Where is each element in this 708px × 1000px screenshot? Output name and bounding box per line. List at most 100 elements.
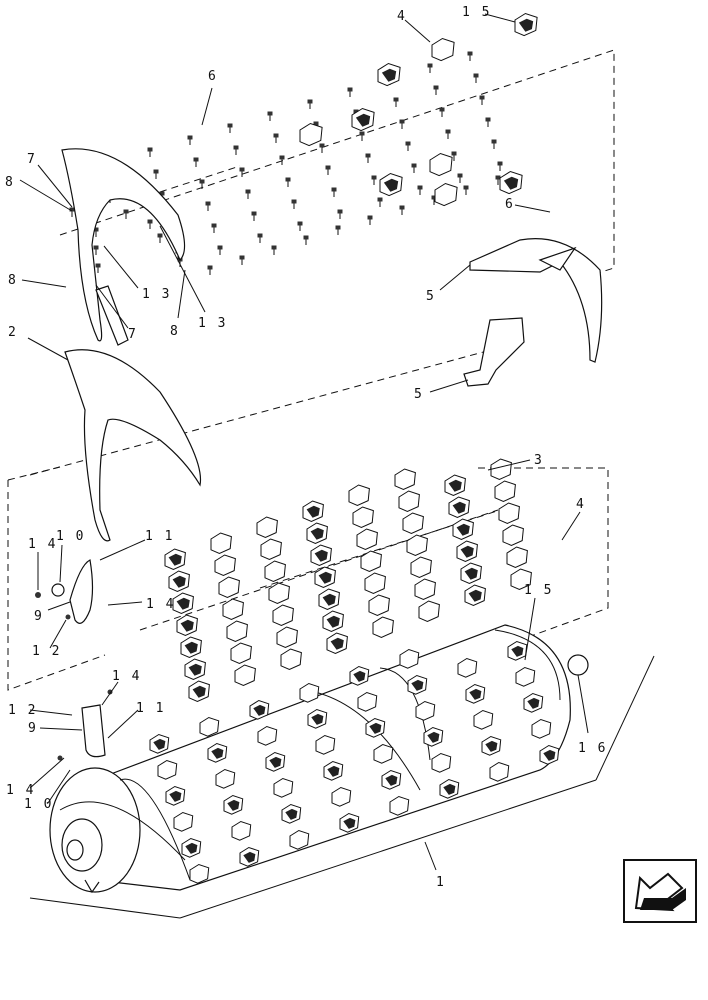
- bolt-shape: [279, 155, 285, 165]
- bolt-pattern: [69, 51, 503, 275]
- knife-shape: [265, 751, 286, 772]
- callout-13-b: 1 3: [198, 316, 227, 331]
- knife-shape: [452, 518, 474, 540]
- knife-shape: [360, 550, 382, 572]
- bolt-shape: [433, 85, 439, 95]
- bolt-shape: [491, 139, 497, 149]
- bolt-shape: [463, 185, 469, 195]
- knife-shape: [372, 616, 394, 638]
- knife-shape: [402, 512, 424, 534]
- knife-shape: [199, 716, 220, 737]
- callout-4-top: 4: [397, 9, 407, 24]
- callout-7-top: 7: [27, 152, 37, 167]
- knife-shape: [499, 170, 523, 195]
- callout-10-a: 1 0: [56, 529, 85, 544]
- knife-shape: [506, 546, 528, 568]
- knife-shape: [218, 576, 240, 598]
- bolt-shape: [427, 63, 433, 73]
- knife-shape: [168, 570, 190, 592]
- bolt-shape: [451, 151, 457, 161]
- knife-shape: [273, 777, 294, 798]
- bolt-shape: [319, 143, 325, 153]
- knife-shape: [377, 62, 401, 87]
- knife-shape: [457, 657, 478, 678]
- knife-shape: [318, 588, 340, 610]
- callout-13-a: 1 3: [142, 287, 171, 302]
- callout-8-low: 8: [170, 324, 180, 339]
- bolt-shape: [431, 195, 437, 205]
- knife-shape: [349, 665, 370, 686]
- bolt-shape: [417, 185, 423, 195]
- previous-page-arrow-icon[interactable]: [623, 859, 697, 923]
- knife-shape: [164, 548, 186, 570]
- bolt-shape: [239, 255, 245, 265]
- callout-15-top: 1 5: [462, 5, 491, 20]
- knife-shape: [465, 683, 486, 704]
- upper-knife-pattern: [299, 12, 538, 207]
- bolt-shape: [439, 107, 445, 117]
- bolt-shape: [331, 187, 337, 197]
- knife-shape: [299, 122, 323, 147]
- knife-shape: [260, 538, 282, 560]
- knife-shape: [539, 744, 560, 765]
- callout-15-mid: 1 5: [524, 583, 553, 598]
- knife-shape: [189, 863, 210, 884]
- callout-14-c: 1 4: [112, 669, 141, 684]
- knife-shape: [357, 691, 378, 712]
- knife-shape: [415, 700, 436, 721]
- knife-shape: [434, 182, 458, 207]
- bolt-shape: [187, 135, 193, 145]
- bolt-shape: [411, 163, 417, 173]
- knife-shape: [444, 474, 466, 496]
- bolt-shape: [147, 147, 153, 157]
- callout-8-top: 8: [5, 175, 15, 190]
- knife-shape: [230, 642, 252, 664]
- knife-shape: [276, 626, 298, 648]
- bolt-shape: [147, 219, 153, 229]
- bolt-shape: [123, 209, 129, 219]
- knife-shape: [339, 812, 360, 833]
- knife-shape: [456, 540, 478, 562]
- auger-flight-lower: [64, 349, 202, 542]
- bolt-shape: [267, 111, 273, 121]
- knife-shape: [418, 600, 440, 622]
- plate-9-upper: [35, 559, 94, 624]
- knife-shape: [510, 568, 532, 590]
- knife-shape: [429, 152, 453, 177]
- bolt-shape: [485, 117, 491, 127]
- knife-shape: [364, 572, 386, 594]
- bolt-shape: [473, 73, 479, 83]
- knife-shape: [310, 544, 332, 566]
- bolt-shape: [467, 51, 473, 61]
- callout-labels: 4 1 5 6 7 8 6 8 1 3 7 8 1 3 5 2 5 3 4 1 …: [5, 5, 607, 890]
- bolt-shape: [193, 157, 199, 167]
- knife-shape: [331, 786, 352, 807]
- knife-shape: [431, 752, 452, 773]
- knife-shape: [481, 735, 502, 756]
- bolt-shape: [347, 87, 353, 97]
- knife-shape: [326, 632, 348, 654]
- callout-14-b: 1 4: [146, 597, 175, 612]
- knife-shape: [498, 502, 520, 524]
- knife-shape: [502, 524, 524, 546]
- bolt-shape: [257, 233, 263, 243]
- bolt-shape: [399, 205, 405, 215]
- knife-shape: [222, 598, 244, 620]
- callout-3: 3: [534, 453, 544, 468]
- callout-7-mid: 7: [128, 327, 138, 342]
- callout-10-b: 1 0: [24, 797, 53, 812]
- rotor-drum: [49, 624, 589, 894]
- bolt-shape: [365, 153, 371, 163]
- callout-16: 1 6: [578, 741, 607, 756]
- knife-shape: [314, 566, 336, 588]
- knife-shape: [315, 734, 336, 755]
- bolt-shape: [405, 141, 411, 151]
- knife-shape: [272, 604, 294, 626]
- knife-shape: [351, 107, 375, 132]
- loose-knife-pattern: [164, 458, 532, 702]
- bolt-shape: [367, 215, 373, 225]
- knife-shape: [399, 648, 420, 669]
- callout-14-a: 1 4: [28, 537, 57, 552]
- bolt-shape: [337, 209, 343, 219]
